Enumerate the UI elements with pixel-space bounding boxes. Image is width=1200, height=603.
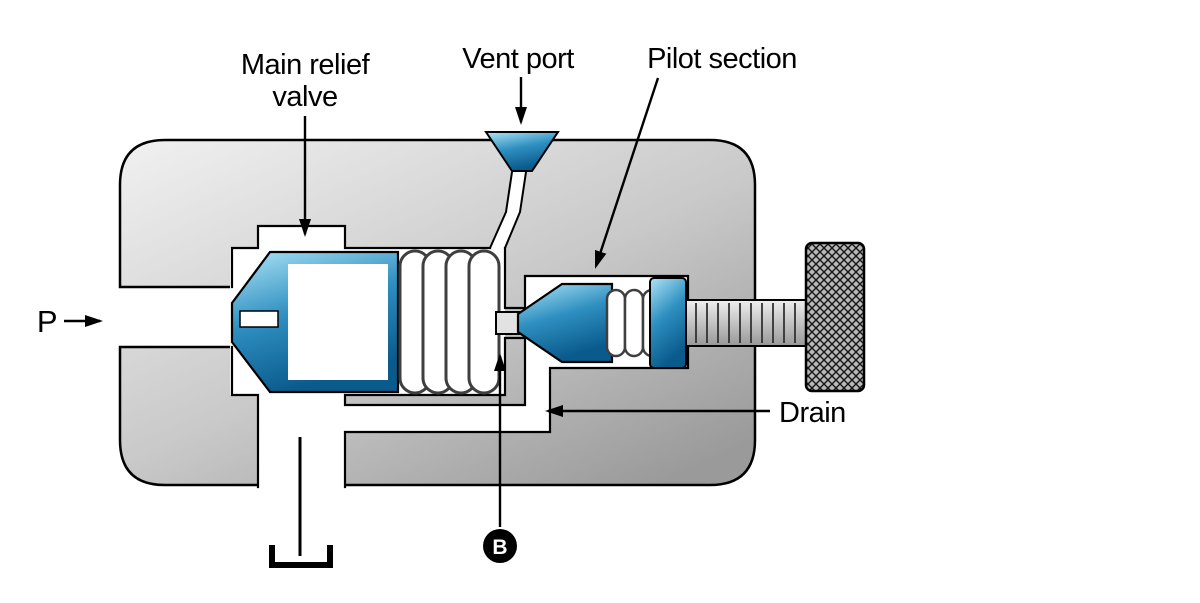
label-main-relief-line1: Main relief: [241, 49, 371, 81]
vent-tube-walls: [489, 171, 527, 249]
thread-ticks: [695, 303, 796, 343]
spring-seat: [649, 277, 687, 369]
pilot-section-arrow: [594, 77, 660, 269]
adjust-knob: [804, 241, 866, 393]
poppet-slot: [239, 310, 279, 328]
main-relief-poppet: [230, 250, 400, 394]
vent-funnel: [484, 131, 560, 172]
main-spring: [398, 249, 501, 395]
tank-connection: [269, 437, 333, 568]
poppet-window: [288, 264, 388, 380]
label-vent-port: Vent port: [462, 43, 574, 75]
threaded-rod: [685, 299, 809, 347]
annotation-arrows: [64, 77, 770, 527]
label-port-b: B: [492, 536, 507, 559]
vent-passage: [490, 172, 526, 250]
tank-symbol: [269, 545, 333, 568]
label-port-p: P: [37, 304, 57, 339]
pilot-poppet: [516, 282, 614, 364]
label-drain: Drain: [779, 397, 846, 429]
label-pilot-section: Pilot section: [647, 43, 797, 75]
port-b-badge: B: [483, 529, 517, 563]
label-main-relief-line2: valve: [272, 81, 337, 113]
